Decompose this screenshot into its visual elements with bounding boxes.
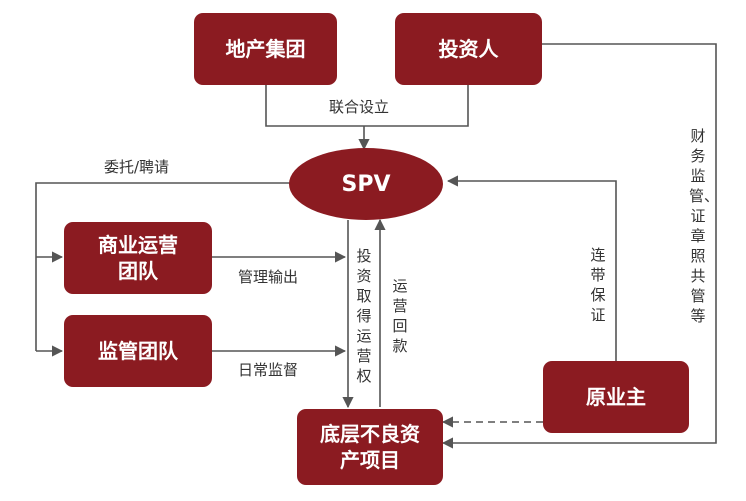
joint-guarantee-line	[446, 175, 617, 361]
joint-setup-label: 联合设立	[329, 98, 390, 116]
entrust-line	[35, 182, 290, 351]
operation-return-label: 运营回款	[392, 277, 408, 355]
commercial-team-box: 商业运营团队	[64, 222, 212, 294]
entrust-label: 委托/聘请	[104, 158, 170, 176]
spv-node: SPV	[289, 148, 443, 220]
land-group-box: 地产集团	[194, 13, 337, 85]
supervision-team-box: 监管团队	[64, 315, 212, 387]
daily-supervision-label: 日常监督	[238, 361, 299, 379]
investor-box: 投资人	[395, 13, 542, 85]
joint-guarantee-label: 连带保证	[590, 246, 606, 324]
original-owner-box: 原业主	[543, 361, 689, 433]
mgmt-output-label: 管理输出	[238, 268, 299, 286]
joint-setup-line	[265, 83, 469, 127]
bad-asset-box: 底层不良资产项目	[297, 409, 443, 485]
invest-rights-label: 投资取得运营权	[356, 247, 372, 385]
finance-supervision-label: 财务监管、证章照共管等	[689, 127, 720, 325]
finance-supervision-line	[441, 43, 717, 449]
